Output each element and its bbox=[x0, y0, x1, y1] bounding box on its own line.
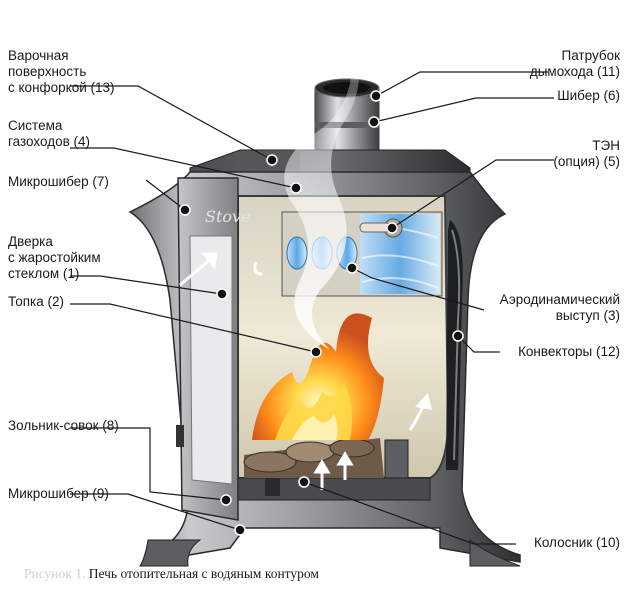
label-chimney-pipe: Патрубок дымохода (11) bbox=[530, 48, 620, 80]
smoke bbox=[284, 40, 359, 350]
caption-prefix: Рисунок 1. bbox=[24, 566, 86, 581]
leader-dots bbox=[179, 90, 464, 536]
label-damper: Шибер (6) bbox=[557, 88, 620, 104]
label-line: стеклом (1) bbox=[8, 266, 80, 281]
label-line: Колосник (10) bbox=[533, 535, 620, 550]
label-aero-ledge: Аэродинамический выступ (3) bbox=[500, 292, 620, 324]
label-line: с конфоркой (13) bbox=[8, 80, 115, 95]
label-line: с жаростойким bbox=[8, 250, 101, 265]
fire bbox=[243, 313, 384, 478]
label-heater: ТЭН (опция) (5) bbox=[553, 138, 620, 170]
label-gas-ducts: Система газоходов (4) bbox=[8, 118, 90, 150]
label-line: поверхность bbox=[8, 64, 87, 79]
label-line: дымохода (11) bbox=[529, 64, 620, 79]
label-line: Микрошибер (7) bbox=[8, 174, 109, 189]
airflow-arrows bbox=[179, 252, 433, 490]
label-line: Микрошибер (9) bbox=[8, 486, 109, 501]
label-line: Система bbox=[8, 118, 63, 133]
label-door: Дверка с жаростойким стеклом (1) bbox=[8, 234, 101, 282]
legs bbox=[139, 538, 521, 567]
label-line: Конвекторы (12) bbox=[518, 344, 620, 359]
leader-lines bbox=[70, 71, 554, 545]
label-line: Патрубок bbox=[561, 48, 620, 63]
label-line: газоходов (4) bbox=[8, 134, 90, 149]
label-firebox: Топка (2) bbox=[8, 294, 64, 310]
figure-caption: Рисунок 1. Печь отопительная с водяным к… bbox=[24, 566, 319, 582]
brand-mark: Stove bbox=[205, 207, 251, 226]
label-microdamper-7: Микрошибер (7) bbox=[8, 174, 109, 190]
ash-pan bbox=[237, 439, 431, 501]
label-line: Дверка bbox=[8, 234, 53, 249]
caption-text: Печь отопительная с водяным контуром bbox=[88, 566, 319, 581]
label-line: Топка (2) bbox=[8, 294, 64, 309]
label-line: Аэродинамический bbox=[499, 292, 620, 307]
label-ash-pan: Зольник-совок (8) bbox=[8, 418, 119, 434]
label-line: ТЭН bbox=[592, 138, 620, 153]
label-line: Варочная bbox=[8, 48, 69, 63]
label-convectors: Конвекторы (12) bbox=[518, 344, 620, 360]
label-line: выступ (3) bbox=[555, 308, 620, 323]
label-line: Зольник-совок (8) bbox=[8, 418, 119, 433]
door bbox=[176, 177, 239, 521]
label-grate: Колосник (10) bbox=[534, 535, 620, 551]
label-cooktop: Варочная поверхность с конфоркой (13) bbox=[8, 48, 115, 96]
label-microdamper-9: Микрошибер (9) bbox=[8, 486, 109, 502]
label-line: (опция) (5) bbox=[553, 154, 620, 169]
label-line: Шибер (6) bbox=[557, 88, 620, 103]
